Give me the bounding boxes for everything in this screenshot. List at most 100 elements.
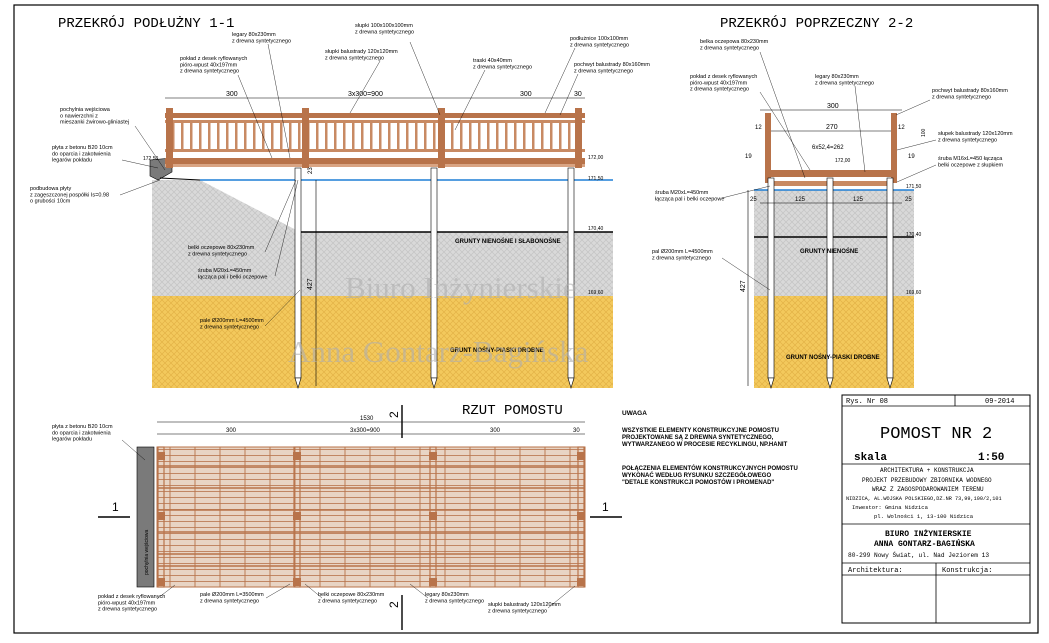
- title-section-cross: PRZEKRÓJ POPRZECZNY 2-2: [720, 14, 913, 32]
- dim-cross-12b: 12: [898, 125, 905, 131]
- lvl-170-40: 170,40: [588, 226, 604, 232]
- tb-project-2: WRAZ Z ZAGOSPODAROWANIEM TERENU: [872, 486, 984, 493]
- cross-pile: [767, 177, 775, 379]
- weak-soil-layer: [152, 180, 613, 296]
- cross-lvl-170: 170,40: [906, 232, 922, 238]
- plan-mark-1-left: 1: [112, 500, 119, 514]
- baluster: [343, 123, 346, 149]
- baluster: [271, 123, 274, 149]
- baluster: [217, 123, 220, 149]
- note-1: WSZYSTKIE ELEMENTY KONSTRUKCYJNE POMOSTU…: [622, 428, 788, 448]
- lvl-171-50: 171,50: [588, 176, 604, 182]
- cross-post-right: [891, 113, 897, 183]
- plan-post: [157, 512, 165, 520]
- plan-post: [293, 452, 301, 460]
- baluster: [244, 123, 247, 149]
- tb-project-1: PROJEKT PRZEBUDOWY ZBIORNIKA WODNEGO: [862, 477, 992, 484]
- baluster: [523, 123, 526, 149]
- baluster: [226, 123, 229, 149]
- cross-pile: [826, 177, 834, 379]
- baluster: [325, 123, 328, 149]
- plan-dim-1530: 1530: [360, 416, 374, 422]
- baluster: [505, 123, 508, 149]
- baluster: [424, 123, 427, 149]
- tb-branza: ARCHITEKTURA + KONSTRUKCJA: [880, 467, 974, 474]
- dim-23: 23: [308, 167, 314, 174]
- dim-cross-270: 270: [826, 124, 838, 131]
- tb-investor-1: Inwestor: Gmina Nidzica: [852, 504, 929, 511]
- railing-post: [166, 108, 173, 168]
- sand-layer: [152, 296, 613, 388]
- cross-pile: [886, 177, 894, 379]
- baluster: [235, 123, 238, 149]
- plan-post: [293, 512, 301, 520]
- plan-dim-900: 3x300=900: [350, 428, 381, 434]
- baluster: [487, 123, 490, 149]
- dim-cross-19b: 19: [908, 154, 915, 160]
- baluster: [172, 123, 175, 149]
- baluster: [388, 123, 391, 149]
- ramp-line: [159, 177, 201, 181]
- baluster: [415, 123, 418, 149]
- cross-pile-tip: [767, 377, 775, 390]
- baluster: [190, 123, 193, 149]
- tb-skala-value: 1:50: [978, 452, 1004, 464]
- baluster: [559, 123, 562, 149]
- baluster: [334, 123, 337, 149]
- rail-bottom: [165, 149, 585, 152]
- baluster: [514, 123, 517, 149]
- tb-office-1: BIURO INŻYNIERSKIE: [885, 530, 972, 539]
- cross-piles: [767, 177, 894, 390]
- notes: UWAGA WSZYSTKIE ELEMENTY KONSTRUKCYJNE P…: [622, 410, 798, 486]
- baluster: [568, 123, 571, 149]
- tb-office-2: ANNA GONTARZ-BAGIŃSKA: [874, 540, 975, 549]
- handrail: [165, 113, 585, 118]
- plan-mark-1-right: 1: [602, 500, 609, 514]
- cross-lvl-172: 172,00: [835, 158, 851, 164]
- railing-post: [302, 108, 309, 168]
- section-longitudinal: PRZEKRÓJ PODŁUŻNY 1-1 300 3x300=900 300 …: [30, 14, 650, 390]
- tb-investor-2: pl. Wolności 1, 13-100 Nidzica: [874, 513, 974, 520]
- dim-900: 3x300=900: [348, 91, 383, 98]
- plan-deck: [156, 446, 586, 588]
- baluster: [469, 123, 472, 149]
- pile-tip: [294, 377, 302, 390]
- baluster: [406, 123, 409, 149]
- lvl-172-00: 172,00: [588, 155, 604, 161]
- plan-post: [577, 512, 585, 520]
- tb-architektura: Architektura:: [848, 567, 903, 575]
- deck-beam: [165, 158, 585, 164]
- dim-cross-12a: 12: [755, 125, 762, 131]
- title-section-long: PRZEKRÓJ PODŁUŻNY 1-1: [58, 14, 234, 32]
- baluster: [370, 123, 373, 149]
- tb-project-3: NIDZICA, AL.WOJSKA POLSKIEGO,DZ.NR 73,99…: [846, 496, 1002, 502]
- baluster: [208, 123, 211, 149]
- baluster: [289, 123, 292, 149]
- plan-post: [157, 452, 165, 460]
- baluster: [532, 123, 535, 149]
- plan-mark-2-top: 2: [387, 411, 401, 418]
- title-plan: RZUT POMOSTU: [462, 403, 563, 419]
- tb-konstrukcja: Konstrukcja:: [942, 567, 992, 575]
- baluster: [550, 123, 553, 149]
- dim-cross-25b: 25: [905, 197, 912, 203]
- piles: [294, 167, 575, 390]
- dim-427: 427: [307, 278, 314, 290]
